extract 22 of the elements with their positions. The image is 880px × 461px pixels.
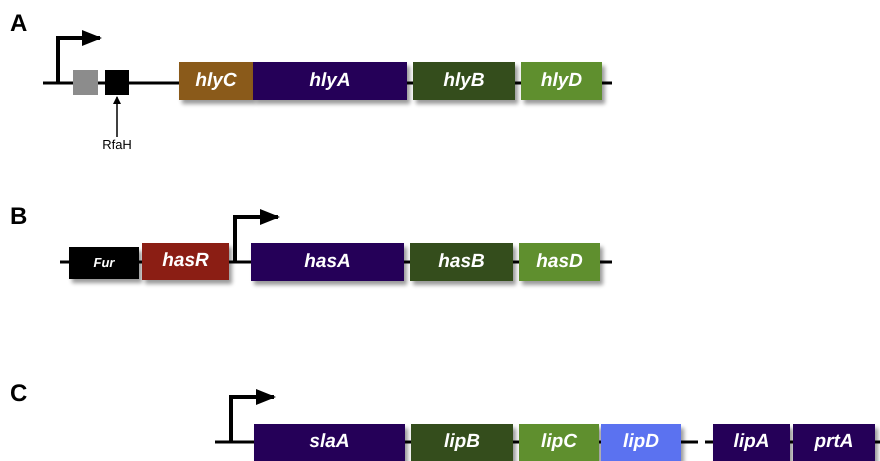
gene-box: slaA xyxy=(254,424,405,461)
gene-box: lipB xyxy=(411,424,513,461)
arrow xyxy=(113,96,121,137)
gene-box: lipA xyxy=(713,424,790,461)
gene-box: hasA xyxy=(251,243,404,281)
gene-box: hlyA xyxy=(253,62,407,100)
gene-box: lipD xyxy=(601,424,681,461)
gene-box: hasR xyxy=(142,243,229,280)
panel-letter: A xyxy=(10,12,28,36)
gene-box: lipC xyxy=(519,424,599,461)
gene-box: hlyC xyxy=(179,62,253,100)
binding-site-box xyxy=(73,70,98,95)
gene-box: hasD xyxy=(519,243,600,281)
gene-box: hasB xyxy=(410,243,513,281)
panel-letter: C xyxy=(10,382,28,406)
panel-letter: B xyxy=(10,205,28,229)
binding-site-box xyxy=(105,70,129,95)
gene-box: hlyD xyxy=(521,62,602,100)
gene-box: prtA xyxy=(793,424,875,461)
gene-box: Fur xyxy=(69,247,139,279)
protein-label: RfaH xyxy=(102,136,132,154)
gene-box: hlyB xyxy=(413,62,515,100)
